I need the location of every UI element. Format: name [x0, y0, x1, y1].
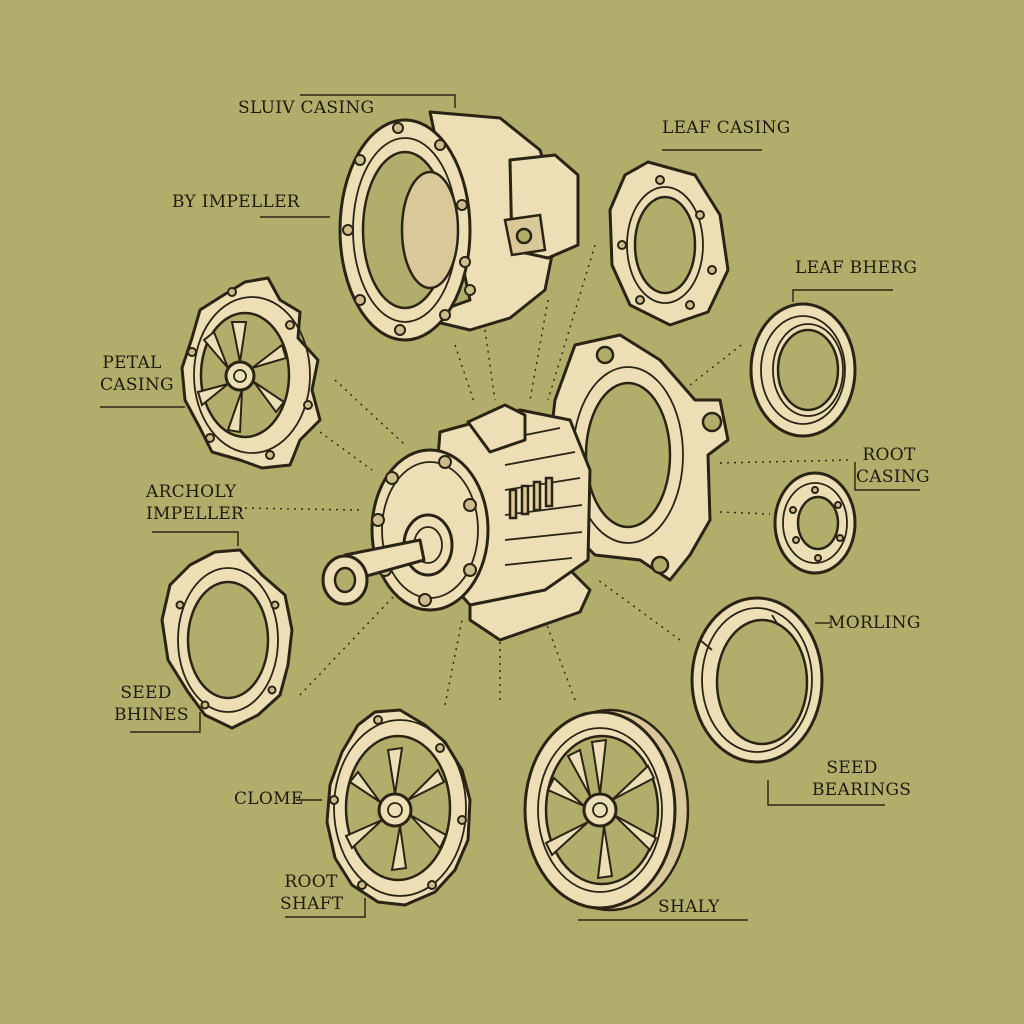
- label-seed-bearings-line1: SEED: [826, 758, 878, 778]
- morling-part: [690, 596, 824, 764]
- seed-bhines-part: [160, 548, 294, 730]
- label-sluiv-casing: SLUIV CASING: [238, 98, 375, 118]
- label-petal-casing-line2: CASING: [100, 375, 174, 395]
- label-leaf-casing: LEAF CASING: [662, 118, 791, 138]
- label-root-casing-line1: ROOT: [862, 445, 916, 465]
- label-root-shaft-line2: SHAFT: [280, 894, 344, 914]
- sluiv-casing-part: [338, 110, 580, 342]
- leaf-bherg-part: [749, 302, 857, 438]
- label-root-shaft-line1: ROOT: [284, 872, 338, 892]
- label-clome: CLOME: [234, 789, 304, 809]
- motor-flange-part: [546, 333, 730, 582]
- root-casing-part: [773, 471, 857, 575]
- label-root-casing-line2: CASING: [856, 467, 930, 487]
- clome-part: [325, 708, 472, 907]
- label-petal-casing-line1: PETAL: [102, 353, 162, 373]
- label-root-shaft: ROOT SHAFT: [280, 871, 344, 915]
- shaly-part: [523, 708, 690, 912]
- label-petal-casing: PETAL CASING: [100, 352, 174, 396]
- label-seed-bearings: SEED BEARINGS: [812, 757, 912, 801]
- label-shaly: SHALY: [658, 897, 720, 917]
- label-by-impeller: BY IMPELLER: [172, 192, 300, 212]
- label-leaf-bherg: LEAF BHERG: [795, 258, 918, 278]
- label-seed-bhines-line1: SEED: [120, 683, 172, 703]
- label-root-casing: ROOT CASING: [856, 444, 930, 488]
- label-morling: MORLING: [828, 613, 921, 633]
- leaf-casing-part: [608, 160, 730, 327]
- label-seed-bhines-line2: BHINES: [114, 705, 189, 725]
- leader-lines: [100, 94, 920, 921]
- label-seed-bhines: SEED BHINES: [114, 682, 189, 726]
- label-archoly-impeller: ARCHOLY IMPELLER: [146, 481, 245, 525]
- explode-lines: [237, 244, 851, 706]
- label-seed-bearings-line2: BEARINGS: [812, 780, 912, 800]
- motor-body-part: [321, 403, 592, 642]
- label-archoly-impeller-line2: IMPELLER: [146, 504, 245, 524]
- label-archoly-impeller-line1: ARCHOLY: [146, 482, 237, 502]
- petal-casing-part: [180, 276, 322, 470]
